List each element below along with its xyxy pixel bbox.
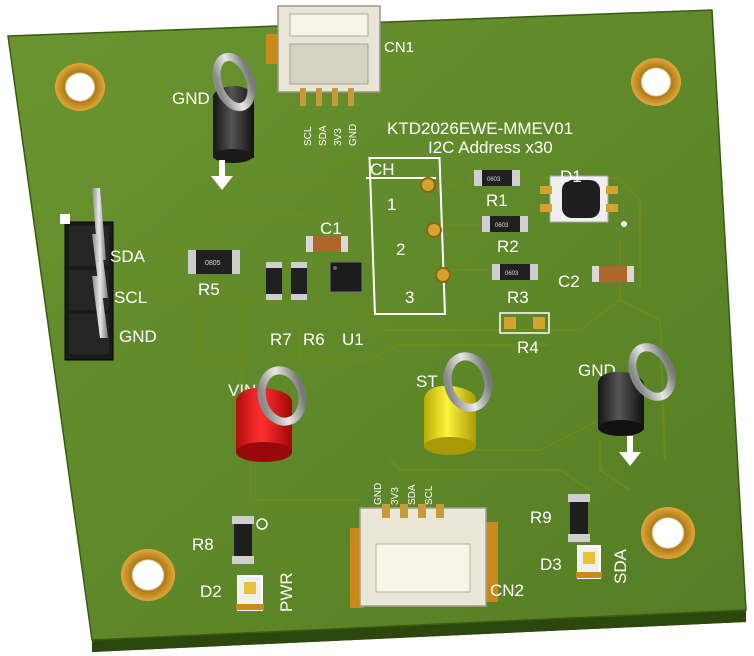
cn2-connector	[350, 504, 498, 608]
cn1-pin-label: SCL	[303, 126, 314, 146]
r5-label: R5	[198, 280, 220, 299]
mounting-hole-icon	[55, 63, 105, 111]
svg-text:0603: 0603	[487, 177, 501, 183]
gnd-left-test-post	[212, 52, 256, 163]
d3-label: D3	[540, 555, 562, 574]
d1-led	[540, 175, 627, 227]
u1-ic	[329, 261, 363, 293]
cn2-pin-label: SDA	[407, 484, 418, 505]
cn2-pin-label: SCL	[424, 485, 435, 505]
pin-header	[60, 188, 114, 361]
header-pin-sda-label: SDA	[110, 247, 146, 266]
sda-led-label: SDA	[611, 548, 630, 584]
r6-resistor	[291, 262, 307, 300]
st-label: ST	[416, 372, 438, 391]
cn1-pin-label: SDA	[318, 125, 329, 146]
cn2-pin-label: GND	[373, 483, 384, 505]
cn2-label: CN2	[490, 581, 524, 600]
arrow-down-icon	[211, 160, 233, 190]
cn2-pin-label: 3V3	[390, 487, 401, 505]
r2-label: R2	[497, 237, 519, 256]
r8-label: R8	[192, 535, 214, 554]
cn1-label: CN1	[384, 39, 414, 56]
st-test-post	[424, 352, 493, 455]
mounting-holes	[55, 58, 695, 601]
d1-label: D1	[560, 167, 582, 186]
cn1-pin-label: GND	[348, 124, 359, 146]
c2-capacitor	[592, 266, 634, 282]
r6-label: R6	[303, 330, 325, 349]
mounting-hole-icon	[631, 58, 681, 106]
channel-1-label: 1	[387, 195, 396, 214]
r4-label: R4	[517, 338, 539, 357]
r8-resistor	[232, 516, 268, 564]
cn2-pin-labels: GND 3V3 SDA SCL	[373, 483, 435, 505]
board-subtitle: I2C Address x30	[428, 138, 553, 157]
r2-resistor: 0603	[482, 216, 528, 232]
pwr-label: PWR	[277, 572, 296, 612]
c1-label: C1	[320, 219, 342, 238]
cn1-pin-labels: SCL SDA 3V3 GND	[303, 124, 359, 146]
mounting-hole-icon	[641, 507, 695, 559]
channel-pads	[420, 177, 451, 283]
d3-led	[576, 545, 602, 579]
svg-text:0603: 0603	[505, 271, 519, 277]
header-pin-gnd-label: GND	[119, 327, 157, 346]
u1-label: U1	[342, 330, 364, 349]
r3-label: R3	[507, 288, 529, 307]
r1-label: R1	[486, 191, 508, 210]
c1-capacitor	[306, 236, 348, 252]
board-title: KTD2026EWE-MMEV01	[387, 119, 573, 138]
r5-part-code: 0805	[205, 260, 221, 267]
r7-resistor	[266, 262, 282, 300]
r9-label: R9	[530, 508, 552, 527]
d2-label: D2	[200, 582, 222, 601]
r7-label: R7	[270, 330, 292, 349]
r9-resistor	[568, 494, 590, 542]
mounting-hole-icon	[121, 549, 175, 601]
header-pin-scl-label: SCL	[114, 288, 147, 307]
r4-footprint	[499, 312, 550, 334]
c2-label: C2	[558, 272, 580, 291]
r1-resistor: 0603	[474, 170, 520, 186]
channel-3-label: 3	[405, 288, 414, 307]
gnd-left-label: GND	[172, 89, 210, 108]
channel-box-title: CH	[370, 160, 395, 179]
r5-resistor: 0805	[188, 250, 240, 274]
cn1-pin-label: 3V3	[333, 128, 344, 146]
svg-text:0603: 0603	[495, 223, 509, 229]
arrow-down-icon	[619, 436, 641, 466]
d2-led	[236, 575, 264, 611]
vin-test-post	[236, 366, 307, 462]
gnd-right-test-post	[598, 343, 676, 436]
r3-resistor: 0603	[492, 264, 538, 280]
channel-2-label: 2	[396, 240, 405, 259]
cn1-connector	[266, 5, 381, 106]
